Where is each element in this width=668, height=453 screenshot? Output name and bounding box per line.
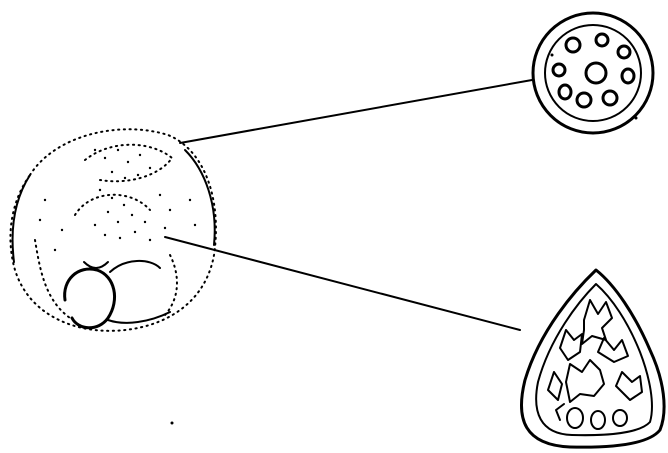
main-body-inner-fold [108, 312, 170, 323]
main-body-edge-right [185, 150, 215, 245]
main-body-aperture-lip [110, 261, 160, 272]
main-body-lobe-left [35, 240, 70, 318]
main-body [10, 129, 216, 331]
main-body-lobe-right [165, 255, 177, 315]
stray-dot [171, 422, 174, 425]
main-body-aperture-notch [84, 262, 108, 268]
triangle-section-chambers [548, 300, 642, 429]
leader-line-top [180, 80, 532, 143]
main-body-aperture [65, 269, 115, 328]
main-body-stipple [39, 149, 196, 251]
circle-section-inner-ring [545, 25, 641, 121]
leader-line-bottom [165, 237, 520, 330]
circle-section-chambers [553, 34, 634, 107]
triangle-section-icon [521, 270, 664, 447]
circle-section-center-chamber [586, 63, 606, 83]
main-body-edge-left [13, 175, 30, 262]
circle-section-icon [533, 13, 653, 133]
